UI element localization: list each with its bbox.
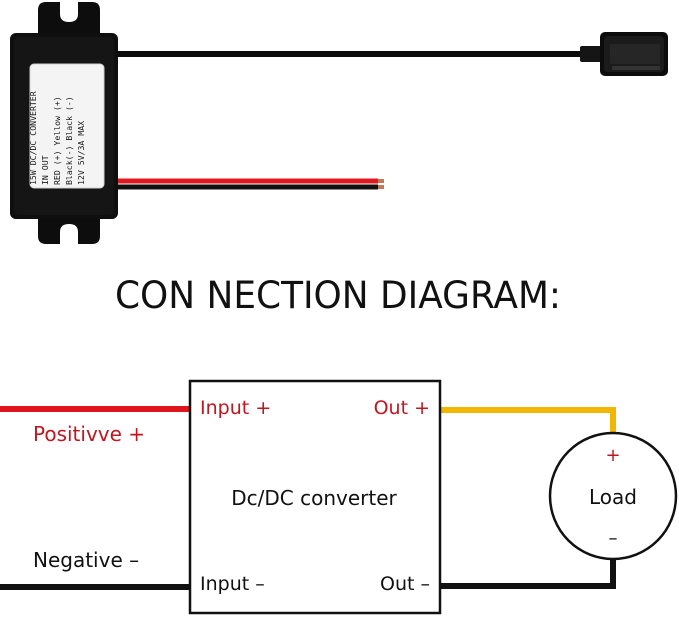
- load-circle: [548, 431, 678, 561]
- negative-label: Negative –: [33, 548, 139, 572]
- spec-sticker: [29, 63, 105, 189]
- sticker-line-2: IN OUT: [40, 155, 50, 185]
- sticker-line-3: RED (+) Yellow (+): [52, 96, 62, 185]
- spec-sticker-text: 15W DC/DC CONVERTER IN OUT RED (+) Yello…: [28, 91, 86, 185]
- load-plus-sign: +: [605, 445, 620, 466]
- load-label: Load: [589, 485, 637, 509]
- converter-box: [188, 379, 442, 615]
- input-plus-label: Input +: [200, 397, 271, 419]
- sticker-line-1: 15W DC/DC CONVERTER: [28, 91, 38, 185]
- input-minus-label: Input –: [200, 573, 265, 595]
- sticker-line-5: 12V 5V/3A MAX: [76, 121, 86, 185]
- out-minus-label: Out –: [380, 573, 430, 595]
- positive-label: Positivve +: [33, 422, 145, 446]
- input-wire-pair: [112, 178, 384, 190]
- positive-output-wire: [440, 407, 616, 436]
- negative-output-wire: [440, 554, 616, 589]
- load-minus-sign: –: [609, 528, 618, 549]
- usb-connector: [580, 32, 668, 76]
- dc-converter-product-photo: 15W DC/DC CONVERTER IN OUT RED (+) Yello…: [10, 2, 668, 244]
- converter-label: Dc/DC converter: [231, 486, 397, 510]
- sticker-line-4: Black(-) Black (-): [64, 96, 74, 185]
- diagram-title: CON NECTION DIAGRAM:: [115, 274, 561, 317]
- mounting-ear-top: [38, 2, 100, 36]
- out-plus-label: Out +: [374, 397, 430, 419]
- wiring: [0, 406, 616, 590]
